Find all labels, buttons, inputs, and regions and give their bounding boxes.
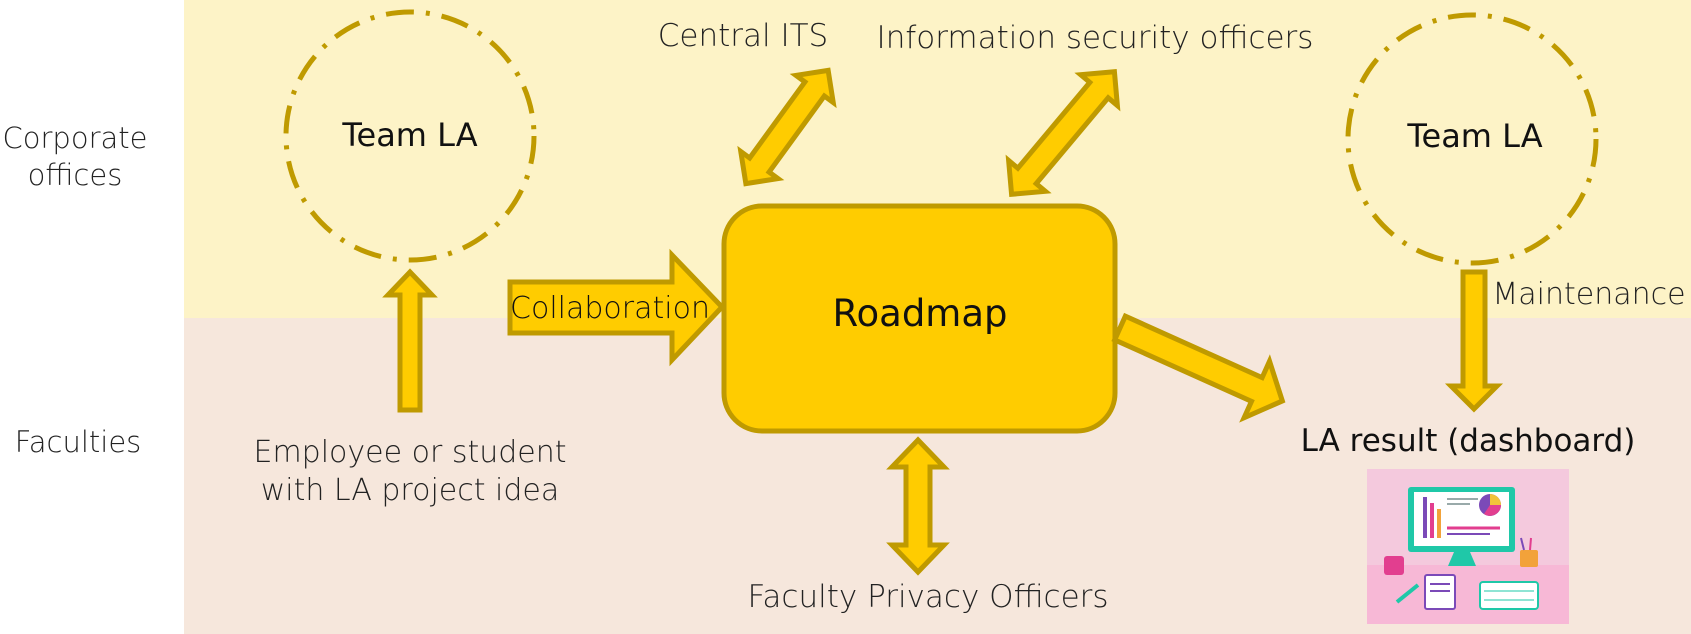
central-its-label: Central ITS — [658, 18, 829, 54]
team-la-left-label: Team LA — [341, 116, 477, 154]
employee-label-line1: Employee or student — [253, 435, 566, 470]
row-label-corporate-offices: Corporate offices — [2, 121, 148, 192]
maintenance-label: Maintenance — [1492, 277, 1685, 312]
arrow-roadmap-info-security — [1005, 69, 1121, 197]
faculty-privacy-label: Faculty Privacy Officers — [747, 579, 1108, 615]
employee-label-line2: with LA project idea — [261, 473, 560, 508]
arrow-roadmap-central-its — [737, 67, 837, 187]
la-result-label: LA result (dashboard) — [1301, 423, 1636, 459]
row-label-faculties: Faculties — [14, 425, 142, 459]
arrow-roadmap-faculty-privacy — [886, 436, 950, 576]
team-la-right-label: Team LA — [1406, 117, 1542, 155]
roadmap-label: Roadmap — [832, 292, 1007, 335]
arrow-employee-to-team-la — [382, 268, 438, 413]
info-security-label: Information security officers — [877, 20, 1314, 56]
arrow-roadmap-to-la-result — [1111, 312, 1286, 423]
roadmap-box — [721, 203, 1118, 434]
collaboration-label: Collaboration — [510, 291, 710, 326]
team-la-left-circle — [283, 9, 537, 263]
team-la-right-circle — [1345, 12, 1599, 266]
arrow-collaboration — [507, 248, 726, 367]
arrow-maintenance — [1444, 269, 1504, 413]
dashboard-illustration-icon — [1367, 469, 1569, 624]
